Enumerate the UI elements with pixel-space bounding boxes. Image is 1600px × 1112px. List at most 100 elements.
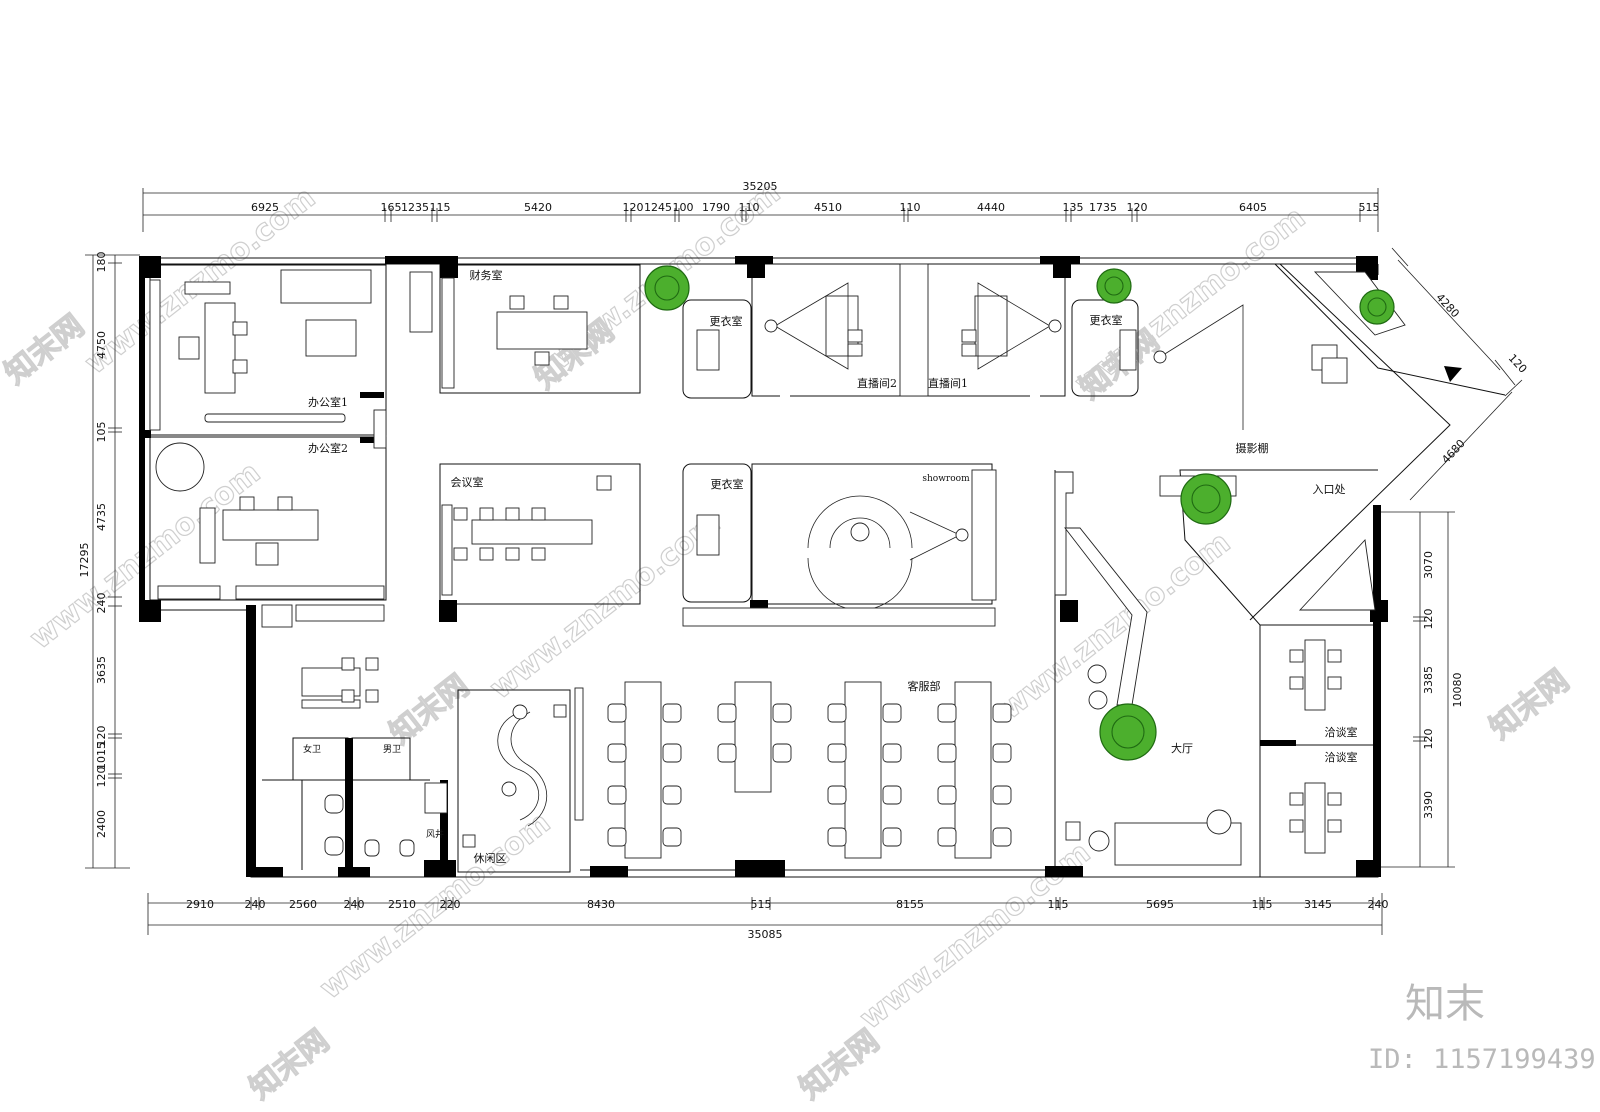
dim-right-seg: 3070 xyxy=(1422,551,1435,579)
dim-diagonal: 4680 xyxy=(1439,437,1468,466)
plant-icon xyxy=(1099,703,1157,761)
dim-right-seg: 120 xyxy=(1422,609,1435,630)
dim-bottom-seg: 8430 xyxy=(587,898,615,911)
dim-top-seg: 6405 xyxy=(1239,201,1267,214)
plant-icon xyxy=(1096,268,1132,304)
dim-bottom-seg: 2510 xyxy=(388,898,416,911)
dim-top-seg: 115 xyxy=(430,201,451,214)
room-live1: 直播间1 xyxy=(928,376,968,390)
dim-right-seg: 3390 xyxy=(1422,791,1435,819)
dim-bottom-seg: 2560 xyxy=(289,898,317,911)
room-lobby: 大厅 xyxy=(1171,741,1193,755)
room-lounge: 休闲区 xyxy=(474,851,507,865)
room-finance: 财务室 xyxy=(470,268,503,282)
dim-bottom-seg: 8155 xyxy=(896,898,924,911)
dim-top-seg: 5420 xyxy=(524,201,552,214)
dim-top-seg: 135 xyxy=(1063,201,1084,214)
watermark-logo: 知末网 xyxy=(243,1023,335,1106)
dim-top-seg: 4510 xyxy=(814,201,842,214)
room-men-wc: 男卫 xyxy=(383,744,401,755)
entrance-arrow-icon xyxy=(1444,366,1462,382)
dim-top-seg: 1735 xyxy=(1089,201,1117,214)
dim-bottom-seg: 5695 xyxy=(1146,898,1174,911)
dim-bottom-seg: 3145 xyxy=(1304,898,1332,911)
room-live2: 直播间2 xyxy=(857,376,897,390)
dim-left-seg: 120 xyxy=(95,767,108,788)
watermark-logo: 知末网 xyxy=(383,668,475,751)
dim-right-total: 10080 xyxy=(1451,673,1464,708)
watermark-site: www.znzmo.com xyxy=(853,835,1097,1036)
watermark-layer: www.znzmo.com www.znzmo.com www.znzmo.co… xyxy=(0,175,1576,1107)
room-negotiation-1: 洽谈室 xyxy=(1325,725,1358,739)
dim-bottom-total: 35085 xyxy=(748,928,783,941)
room-labels: 办公室1 办公室2 财务室 更衣室 更衣室 更衣室 直播间2 直播间1 摄影棚 … xyxy=(303,268,1358,865)
room-changing-2: 更衣室 xyxy=(1090,313,1123,327)
dim-top-seg: 1790 xyxy=(702,201,730,214)
plant-icon xyxy=(1359,289,1395,325)
plant-icon xyxy=(644,265,690,311)
dim-diagonal: 4280 xyxy=(1433,291,1462,320)
bottom-dimensions: 2910 240 2560 240 2510 220 8430 515 8155… xyxy=(147,893,1389,941)
watermark-site: www.znzmo.com xyxy=(23,455,267,656)
dim-left-seg: 180 xyxy=(95,252,108,273)
room-office1: 办公室1 xyxy=(308,395,348,409)
room-entrance: 入口处 xyxy=(1313,483,1346,496)
room-changing-1: 更衣室 xyxy=(710,314,743,328)
dim-bottom-seg: 115 xyxy=(1048,898,1069,911)
image-id-label: ID: 1157199439 xyxy=(1368,1044,1596,1075)
right-dimensions: 3070 120 3385 120 3390 10080 xyxy=(1380,511,1464,868)
room-negotiation-2: 洽谈室 xyxy=(1325,750,1358,764)
room-meeting: 会议室 xyxy=(451,475,484,489)
dim-bottom-seg: 115 xyxy=(1252,898,1273,911)
dim-left-seg: 4735 xyxy=(95,503,108,531)
dim-top-seg: 165 xyxy=(381,201,402,214)
dim-left-seg: 120 xyxy=(95,726,108,747)
dim-top-seg: 6925 xyxy=(251,201,279,214)
dim-left-total: 17295 xyxy=(78,543,91,578)
dim-top-seg: 4440 xyxy=(977,201,1005,214)
dim-bottom-seg: 240 xyxy=(245,898,266,911)
left-dimensions: 180 4750 105 4735 240 3635 120 1015 120 … xyxy=(78,252,140,869)
dim-top-seg: 110 xyxy=(739,201,760,214)
dim-right-seg: 3385 xyxy=(1422,666,1435,694)
watermark-logo: 知末网 xyxy=(0,308,91,391)
dim-bottom-seg: 240 xyxy=(344,898,365,911)
plants xyxy=(644,265,1395,761)
plant-icon xyxy=(1180,473,1232,525)
dim-top-total: 35205 xyxy=(743,180,778,193)
room-customer-service: 客服部 xyxy=(908,679,941,693)
dim-left-seg: 3635 xyxy=(95,656,108,684)
room-photo: 摄影棚 xyxy=(1236,441,1269,455)
top-dimensions: 35205 6925 165 1235 115 5420 120 1245 10… xyxy=(142,180,1380,232)
dim-left-seg: 4750 xyxy=(95,331,108,359)
room-shaft: 风井 xyxy=(426,828,444,840)
dim-right-seg: 120 xyxy=(1422,729,1435,750)
dim-top-seg: 1245 xyxy=(644,201,672,214)
room-changing-3: 更衣室 xyxy=(711,477,744,491)
watermark-logo: 知末网 xyxy=(1483,663,1575,746)
dim-diagonal: 120 xyxy=(1506,352,1530,376)
dim-bottom-seg: 515 xyxy=(751,898,772,911)
dim-bottom-seg: 240 xyxy=(1368,898,1389,911)
dim-top-seg: 515 xyxy=(1359,201,1380,214)
brand-watermark: 知末 xyxy=(1405,981,1485,1027)
dim-bottom-seg: 220 xyxy=(440,898,461,911)
dim-left-seg: 2400 xyxy=(95,810,108,838)
room-women-wc: 女卫 xyxy=(303,743,321,755)
watermark-logo: 知末网 xyxy=(793,1023,885,1106)
dim-top-seg: 110 xyxy=(900,201,921,214)
diagonal-dimensions: 4280 120 4680 xyxy=(1391,247,1530,501)
room-showroom: showroom xyxy=(922,474,970,484)
dim-top-seg: 1235 xyxy=(401,201,429,214)
dim-left-seg: 1015 xyxy=(95,742,108,770)
dim-left-seg: 240 xyxy=(95,593,108,614)
dim-top-seg: 100 xyxy=(673,201,694,214)
dim-top-seg: 120 xyxy=(1127,201,1148,214)
furniture xyxy=(149,263,1406,866)
dim-left-seg: 105 xyxy=(95,422,108,443)
room-office2: 办公室2 xyxy=(308,441,348,455)
dim-top-seg: 120 xyxy=(623,201,644,214)
dim-bottom-seg: 2910 xyxy=(186,898,214,911)
watermark-site: www.znzmo.com xyxy=(993,525,1237,726)
